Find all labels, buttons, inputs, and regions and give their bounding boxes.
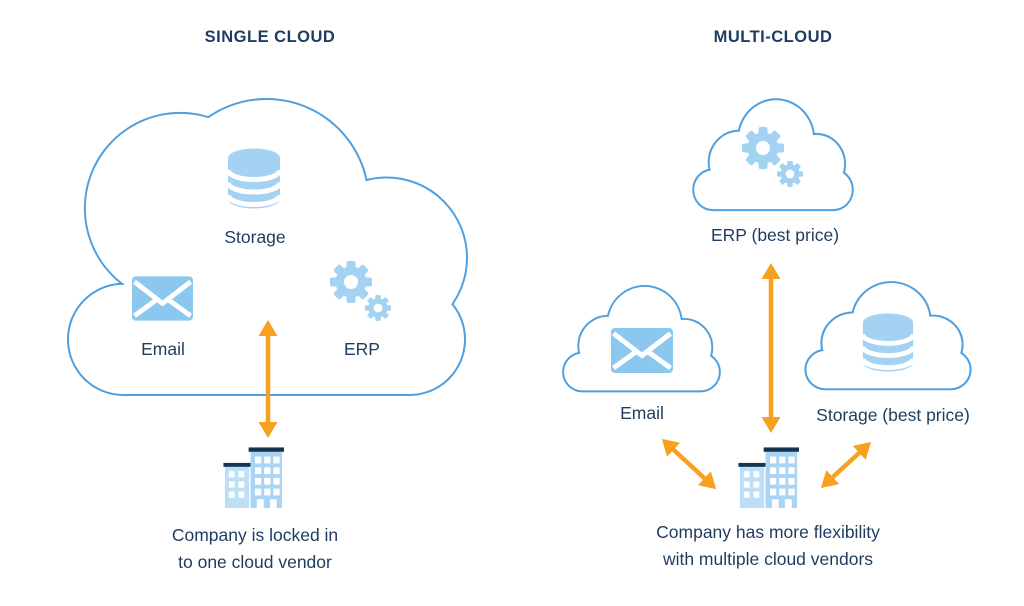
envelope-icon [132, 276, 193, 321]
double-arrow-diagonal-icon [661, 438, 717, 490]
service-label-storage: Storage [224, 227, 286, 247]
caption-line: with multiple cloud vendors [662, 549, 874, 569]
single-cloud-title: SINGLE CLOUD [204, 28, 336, 46]
envelope-icon [611, 328, 673, 373]
cloud-label-storage: Storage (best price) [816, 405, 970, 425]
multi-cloud-caption: Company has more flexibility with multip… [608, 519, 928, 573]
building-icon [738, 447, 799, 508]
caption-line: Company is locked in [171, 525, 339, 545]
multi-cloud-title: MULTI-CLOUD [713, 28, 833, 46]
building-icon [223, 447, 284, 508]
database-icon [860, 312, 916, 372]
caption-line: to one cloud vendor [178, 552, 332, 572]
single-cloud-caption: Company is locked in to one cloud vendor [115, 522, 395, 576]
cloud-label-email: Email [620, 403, 664, 423]
double-arrow-diagonal-icon [820, 442, 872, 488]
caption-line: Company has more flexibility [656, 522, 880, 542]
double-arrow-vertical-icon [258, 320, 278, 438]
database-icon [226, 147, 282, 209]
gears-icon [330, 261, 392, 323]
service-label-erp: ERP [344, 339, 380, 359]
service-label-email: Email [141, 339, 185, 359]
double-arrow-vertical-icon [761, 263, 781, 433]
cloud-label-erp: ERP (best price) [710, 225, 840, 245]
gears-icon [742, 127, 804, 189]
